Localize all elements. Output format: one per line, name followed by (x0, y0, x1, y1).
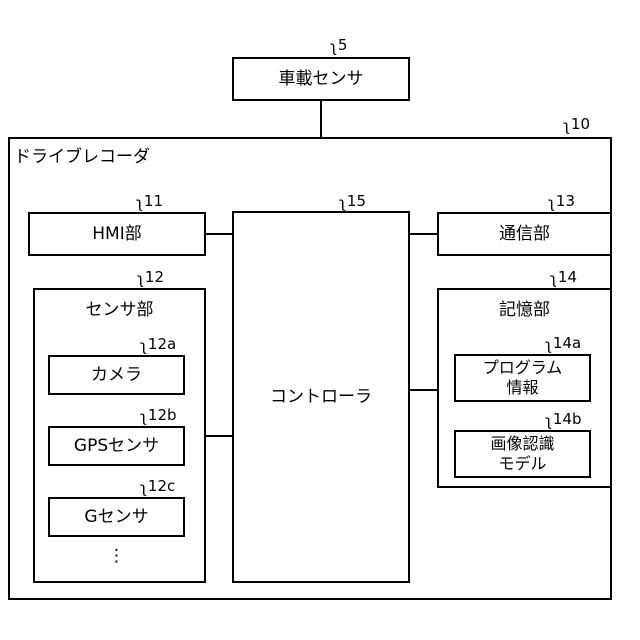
container-storage-unit-label: 記憶部 (499, 300, 550, 320)
leader-hook-icon: ʅ (338, 194, 347, 212)
connector-sensor-unit-to-controller (204, 435, 234, 437)
node-vehicle-sensor[interactable]: 車載センサ (232, 57, 410, 101)
reference-numeral-12a-text: 12a (147, 335, 177, 353)
reference-numeral-14b: ʅ14b (544, 410, 582, 430)
leader-hook-icon: ʅ (329, 38, 338, 56)
node-hmi-unit[interactable]: HMI部 (28, 212, 206, 256)
reference-numeral-11: ʅ11 (135, 192, 164, 212)
reference-numeral-11-text: 11 (143, 192, 164, 210)
sensor-unit-more-items-ellipsis: ⋮ (108, 546, 125, 566)
reference-numeral-12: ʅ12 (136, 268, 165, 288)
node-image-recognition-model-label: 画像認識 モデル (490, 434, 555, 473)
reference-numeral-12a: ʅ12a (139, 335, 177, 355)
reference-numeral-12b-text: 12b (147, 406, 177, 424)
leader-hook-icon: ʅ (135, 194, 144, 212)
node-vehicle-sensor-label: 車載センサ (278, 68, 364, 89)
reference-numeral-14a-text: 14a (552, 334, 582, 352)
connector-controller-to-communication-unit (408, 233, 439, 235)
node-hmi-unit-label: HMI部 (92, 223, 142, 244)
leader-hook-icon: ʅ (544, 412, 553, 430)
reference-numeral-12-text: 12 (144, 268, 165, 286)
reference-numeral-15: ʅ15 (338, 192, 367, 212)
reference-numeral-13: ʅ13 (547, 192, 576, 212)
node-controller[interactable]: コントローラ (232, 211, 410, 583)
reference-numeral-12c: ʅ12c (139, 477, 176, 497)
reference-numeral-12c-text: 12c (147, 477, 176, 495)
node-communication-unit-label: 通信部 (499, 223, 550, 244)
node-program-information-label: プログラム 情報 (482, 358, 563, 397)
node-camera[interactable]: カメラ (48, 355, 185, 395)
reference-numeral-12b: ʅ12b (139, 406, 177, 426)
reference-numeral-13-text: 13 (555, 192, 576, 210)
leader-hook-icon: ʅ (139, 408, 148, 426)
node-image-recognition-model[interactable]: 画像認識 モデル (454, 430, 591, 478)
leader-hook-icon: ʅ (544, 336, 553, 354)
reference-numeral-14-text: 14 (557, 268, 578, 286)
connector-controller-to-storage-unit (408, 389, 439, 391)
leader-hook-icon: ʅ (562, 117, 571, 135)
node-g-sensor-label: Gセンサ (84, 506, 149, 527)
leader-hook-icon: ʅ (139, 337, 148, 355)
node-controller-label: コントローラ (270, 386, 372, 407)
leader-hook-icon: ʅ (549, 270, 558, 288)
node-camera-label: カメラ (91, 364, 142, 385)
reference-numeral-14: ʅ14 (549, 268, 578, 288)
node-g-sensor[interactable]: Gセンサ (48, 497, 185, 537)
leader-hook-icon: ʅ (139, 479, 148, 497)
reference-numeral-14b-text: 14b (552, 410, 582, 428)
node-gps-sensor-label: GPSセンサ (73, 435, 160, 456)
leader-hook-icon: ʅ (136, 270, 145, 288)
node-communication-unit[interactable]: 通信部 (437, 212, 612, 256)
connector-hmi-to-controller (205, 233, 234, 235)
reference-numeral-10: ʅ10 (562, 115, 591, 135)
node-gps-sensor[interactable]: GPSセンサ (48, 426, 185, 466)
container-drive-recorder-label: ドライブレコーダ (14, 147, 150, 167)
reference-numeral-5: ʅ5 (329, 36, 348, 56)
container-sensor-unit-label: センサ部 (85, 300, 154, 320)
reference-numeral-14a: ʅ14a (544, 334, 582, 354)
reference-numeral-5-text: 5 (337, 36, 348, 54)
leader-hook-icon: ʅ (547, 194, 556, 212)
reference-numeral-10-text: 10 (570, 115, 591, 133)
reference-numeral-15-text: 15 (346, 192, 367, 210)
node-program-information[interactable]: プログラム 情報 (454, 354, 591, 402)
